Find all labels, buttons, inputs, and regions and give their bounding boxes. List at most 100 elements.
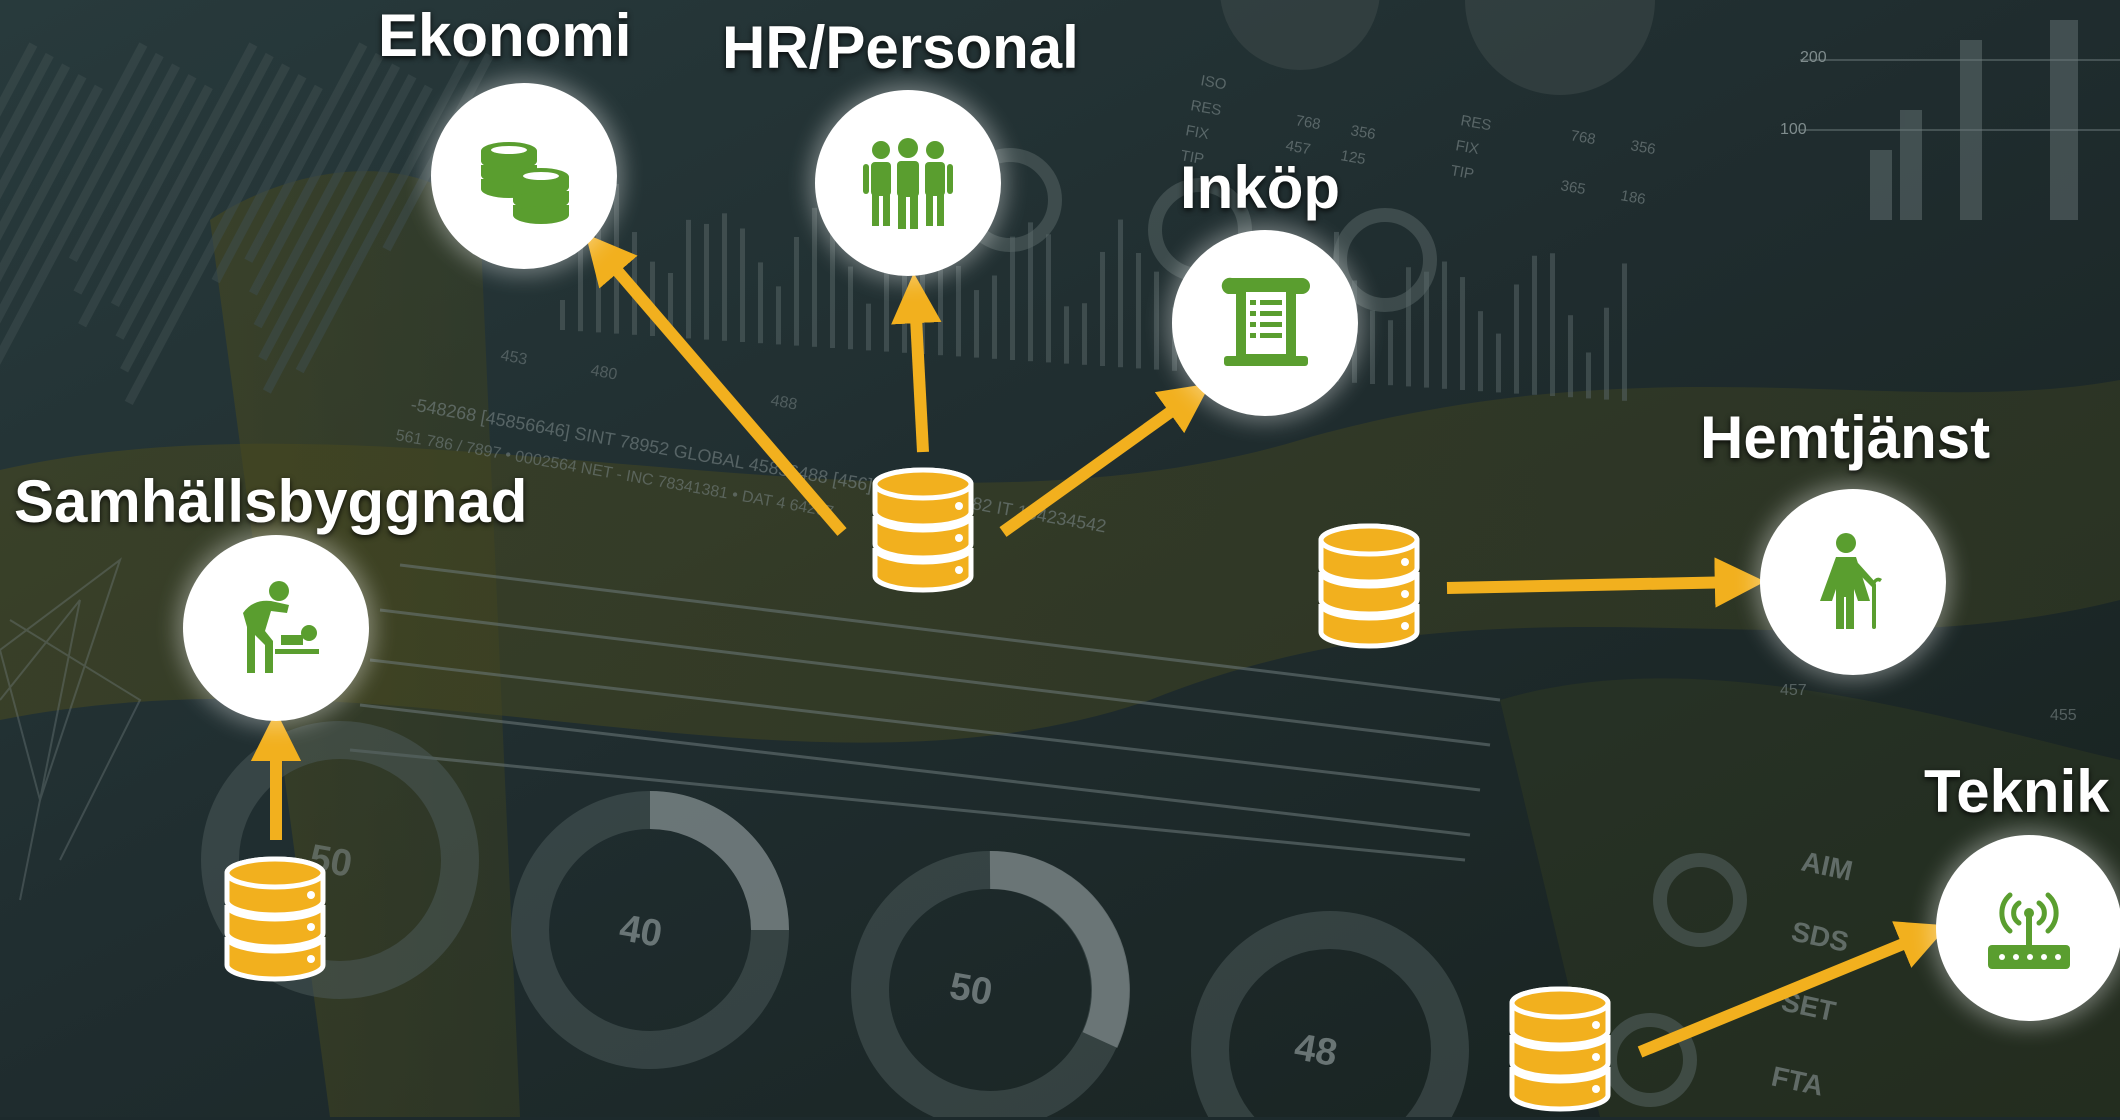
bg-wave-bar	[1118, 219, 1123, 368]
bg-wave-bar	[992, 275, 997, 359]
bg-bar	[0, 42, 148, 352]
bg-wave-bar	[1370, 310, 1375, 384]
bg-wave-bar	[1136, 253, 1141, 369]
bg-axis-lines	[1800, 59, 2120, 131]
bg-wave-bar	[812, 207, 817, 347]
bg-wave-bar	[1424, 271, 1429, 388]
bg-donut-3	[851, 850, 1130, 1117]
bg-wave-bar	[740, 228, 745, 342]
node-inkop[interactable]	[1172, 230, 1358, 416]
bg-wave-bar	[722, 213, 727, 341]
bg-stat: FIX	[1184, 122, 1210, 143]
arrow-db2-to-hemtjanst	[1446, 557, 1766, 608]
bg-stat: 125	[1339, 147, 1367, 168]
bg-radar-lines	[0, 557, 142, 901]
bg-tag: 453	[499, 347, 528, 368]
bg-wave-bar	[668, 273, 673, 338]
elderly-person-icon	[1820, 533, 1882, 629]
bg-axis-label-200: 200	[1800, 49, 1827, 66]
arrow-db1-to-hr	[891, 272, 942, 453]
node-label-hemtjanst: Hemtjänst	[1700, 404, 1991, 471]
bg-bar	[253, 63, 401, 329]
bg-stat: TIP	[1179, 147, 1205, 168]
receipt-icon	[1221, 277, 1310, 366]
database-stack-graphic	[872, 467, 974, 593]
bg-donut-label-3: 48	[1291, 1026, 1340, 1075]
bg-stat: 768	[1294, 112, 1322, 133]
bg-stats-a: ISO RES FIX TIP 768 356 457 125	[1179, 72, 1377, 168]
bg-stat: ISO	[1199, 72, 1227, 93]
bg-progress-lines	[349, 563, 1501, 862]
bg-bar-columns	[0, 42, 494, 406]
bg-wave-bar	[686, 219, 691, 339]
bg-bar	[73, 74, 197, 295]
bg-wave-bar	[866, 303, 871, 351]
bg-wave-bar	[1442, 261, 1447, 389]
node-ekonomi[interactable]	[431, 83, 617, 269]
bg-donut-1	[201, 721, 479, 999]
bg-wave-bar	[848, 266, 853, 350]
bg-stat: FIX	[1454, 137, 1480, 158]
node-samhallsbyggnad[interactable]	[183, 535, 369, 721]
wifi-router-icon	[1988, 892, 2070, 969]
bg-stat: 457	[1284, 137, 1312, 158]
bg-stat: 186	[1619, 187, 1647, 208]
bg-bar	[258, 74, 417, 361]
bg-bar	[0, 52, 54, 274]
bg-stat: 768	[1569, 127, 1597, 148]
node-hr[interactable]	[815, 90, 1001, 276]
bg-stats-b: RES FIX TIP 768 356 365 186	[1449, 112, 1657, 208]
bg-bar	[110, 42, 258, 308]
bg-bar	[0, 74, 87, 339]
bg-wave-bar	[1406, 267, 1411, 387]
people-icon	[863, 138, 953, 229]
bg-donut-4	[1191, 911, 1469, 1117]
baby-changing-icon	[243, 581, 319, 673]
bg-wave-bar	[956, 265, 961, 357]
bg-bar	[124, 74, 307, 406]
database-icon	[1508, 985, 1612, 1115]
bg-bar	[0, 42, 38, 241]
bg-axis-label-100: 100	[1780, 121, 1807, 138]
arrow-db1-to-inkop	[999, 383, 1211, 537]
bg-bar	[0, 84, 103, 372]
flag-band-right	[1500, 678, 2120, 1117]
database-stack-graphic	[1509, 986, 1611, 1112]
bg-donut-2	[511, 791, 789, 1069]
bg-wave-bar	[1586, 352, 1591, 399]
bg-bar	[115, 52, 274, 340]
bg-wave-bar	[650, 261, 655, 336]
database-stack-graphic	[1318, 523, 1420, 649]
bg-bar	[78, 84, 213, 328]
node-label-samhallsbyggnad: Samhällsbyggnad	[14, 468, 528, 535]
bg-donut-label-2: 50	[946, 965, 995, 1014]
bg-extra-number: 457	[1780, 682, 1807, 699]
bg-wave-bar	[1460, 277, 1465, 390]
bg-bar	[120, 63, 291, 373]
bg-bar	[295, 42, 478, 374]
database-icon	[223, 855, 327, 985]
bg-donut-label-1: 40	[616, 907, 665, 956]
bg-wave-bar	[1064, 306, 1069, 364]
node-label-inkop: Inköp	[1180, 154, 1340, 221]
node-teknik[interactable]	[1936, 835, 2120, 1021]
bg-tag: 480	[589, 362, 618, 383]
node-label-hr: HR/Personal	[722, 14, 1079, 81]
bg-wave-bar	[1514, 284, 1519, 394]
bg-stat: 356	[1629, 137, 1657, 158]
bg-bar	[0, 63, 71, 307]
node-hemtjanst[interactable]	[1760, 489, 1946, 675]
bg-stat: TIP	[1449, 162, 1475, 183]
bg-wave-bar	[1082, 303, 1087, 365]
bg-wave-bar	[794, 236, 799, 346]
bg-stat: 365	[1559, 177, 1587, 198]
bg-wave-bar	[1046, 234, 1051, 363]
flag-band-horizontal	[0, 380, 2120, 743]
bg-wave-bar	[1604, 307, 1609, 400]
bg-wave-bar	[776, 286, 781, 345]
bg-stat: 356	[1349, 122, 1377, 143]
database-icon	[1317, 522, 1421, 652]
